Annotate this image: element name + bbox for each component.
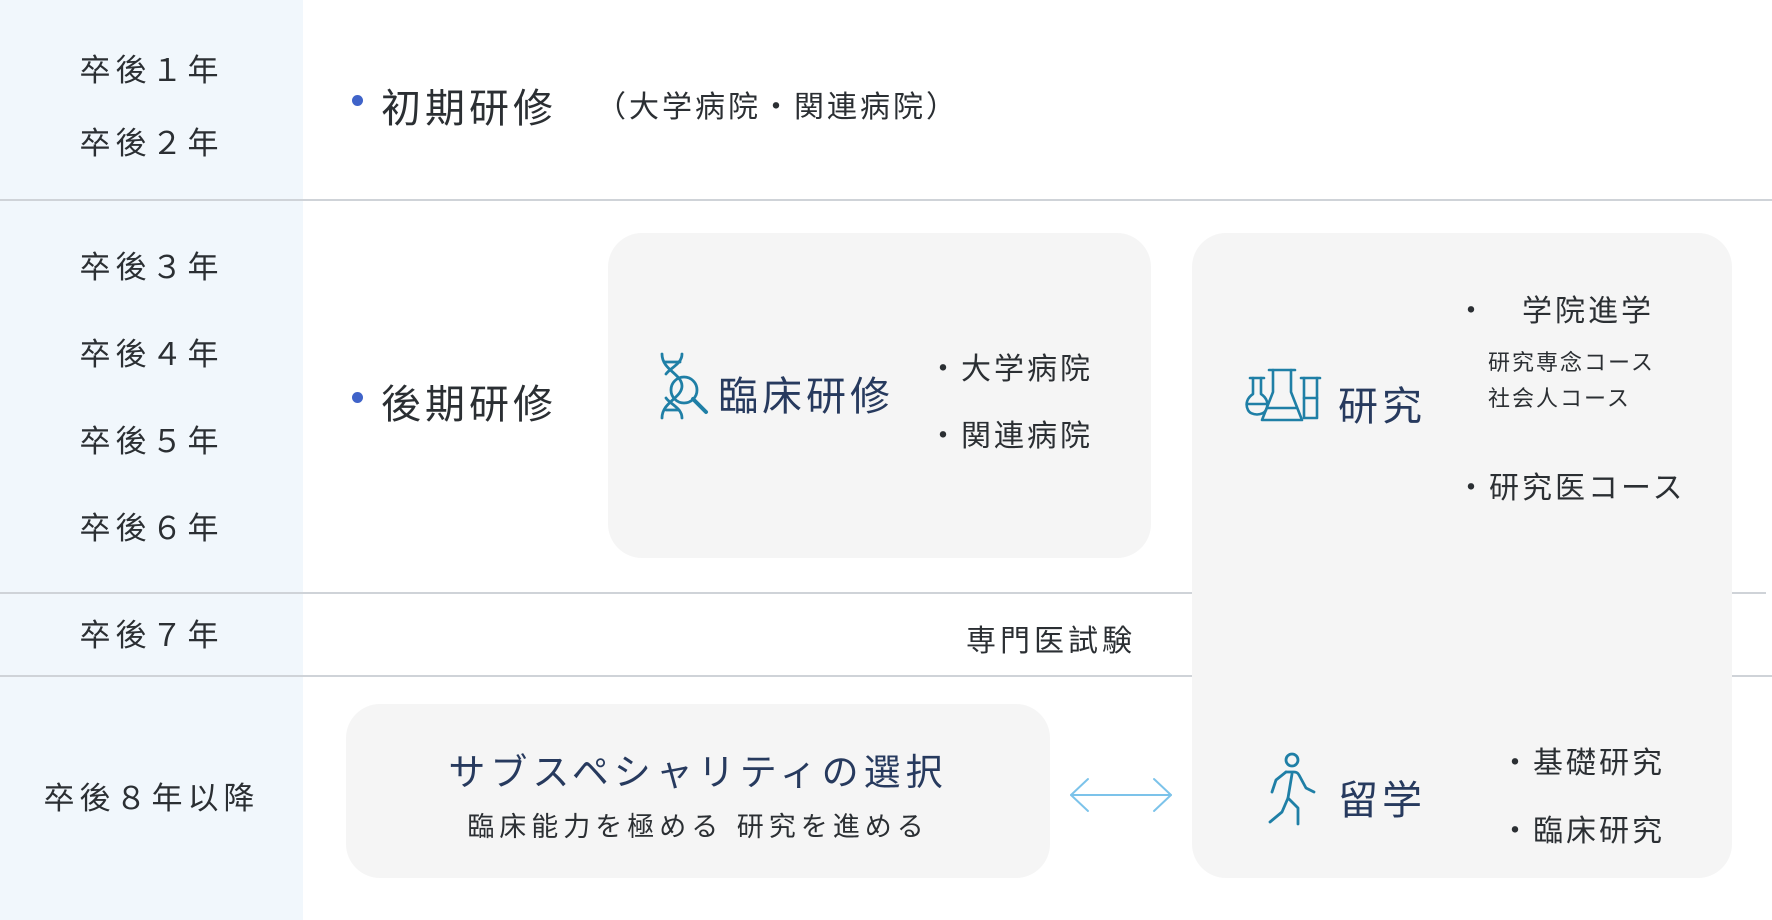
year-label-2: 卒後２年 <box>79 126 224 162</box>
bullet-dot <box>352 95 363 106</box>
specialist-exam-label: 専門医試験 <box>966 624 1136 659</box>
initial-training-note: （大学病院・関連病院） <box>596 90 959 125</box>
row-divider <box>0 592 1766 594</box>
year-label-1: 卒後１年 <box>79 53 224 89</box>
year-sidebar <box>0 0 303 920</box>
year-label-7: 卒後７年 <box>79 618 224 654</box>
clinical-item-university-hospital: ・大学病院 <box>928 352 1093 387</box>
clinical-item-affiliated-hospital: ・関連病院 <box>928 419 1093 454</box>
year-label-8: 卒後８年以降 <box>43 781 260 817</box>
research-doctor-course: ・研究医コース <box>1456 471 1686 506</box>
flask-icon <box>1244 364 1322 428</box>
row-divider <box>0 675 1772 677</box>
year-label-3: 卒後３年 <box>79 250 224 286</box>
year-label-6: 卒後６年 <box>79 511 224 547</box>
double-arrow-icon <box>1068 776 1174 818</box>
research-course-dedicated: 研究専念コース <box>1488 351 1655 376</box>
row-divider <box>0 199 1772 201</box>
dna-search-icon <box>654 352 710 424</box>
subspecialty-title: サブスペシャリティの選択 <box>448 751 948 794</box>
initial-training-label: 初期研修 <box>381 86 557 132</box>
clinical-training-title: 臨床研修 <box>718 374 894 420</box>
later-training-label: 後期研修 <box>381 382 557 428</box>
clinical-training-panel <box>608 233 1151 558</box>
year-label-4: 卒後４年 <box>79 337 224 373</box>
subspecialty-panel <box>346 704 1050 878</box>
year-label-5: 卒後５年 <box>79 424 224 460</box>
research-abroad-panel <box>1192 233 1732 878</box>
study-abroad-title: 留学 <box>1338 778 1426 824</box>
abroad-item-clinical-research: ・臨床研究 <box>1500 814 1665 849</box>
research-title: 研究 <box>1338 384 1426 430</box>
walking-person-icon <box>1262 752 1318 834</box>
research-course-working: 社会人コース <box>1488 387 1631 412</box>
abroad-item-basic-research: ・基礎研究 <box>1500 746 1665 781</box>
bullet-dot <box>352 392 363 403</box>
research-graduate-school: ・ 学院進学 <box>1456 294 1654 329</box>
subspecialty-subtitle: 臨床能力を極める 研究を進める <box>467 812 929 843</box>
